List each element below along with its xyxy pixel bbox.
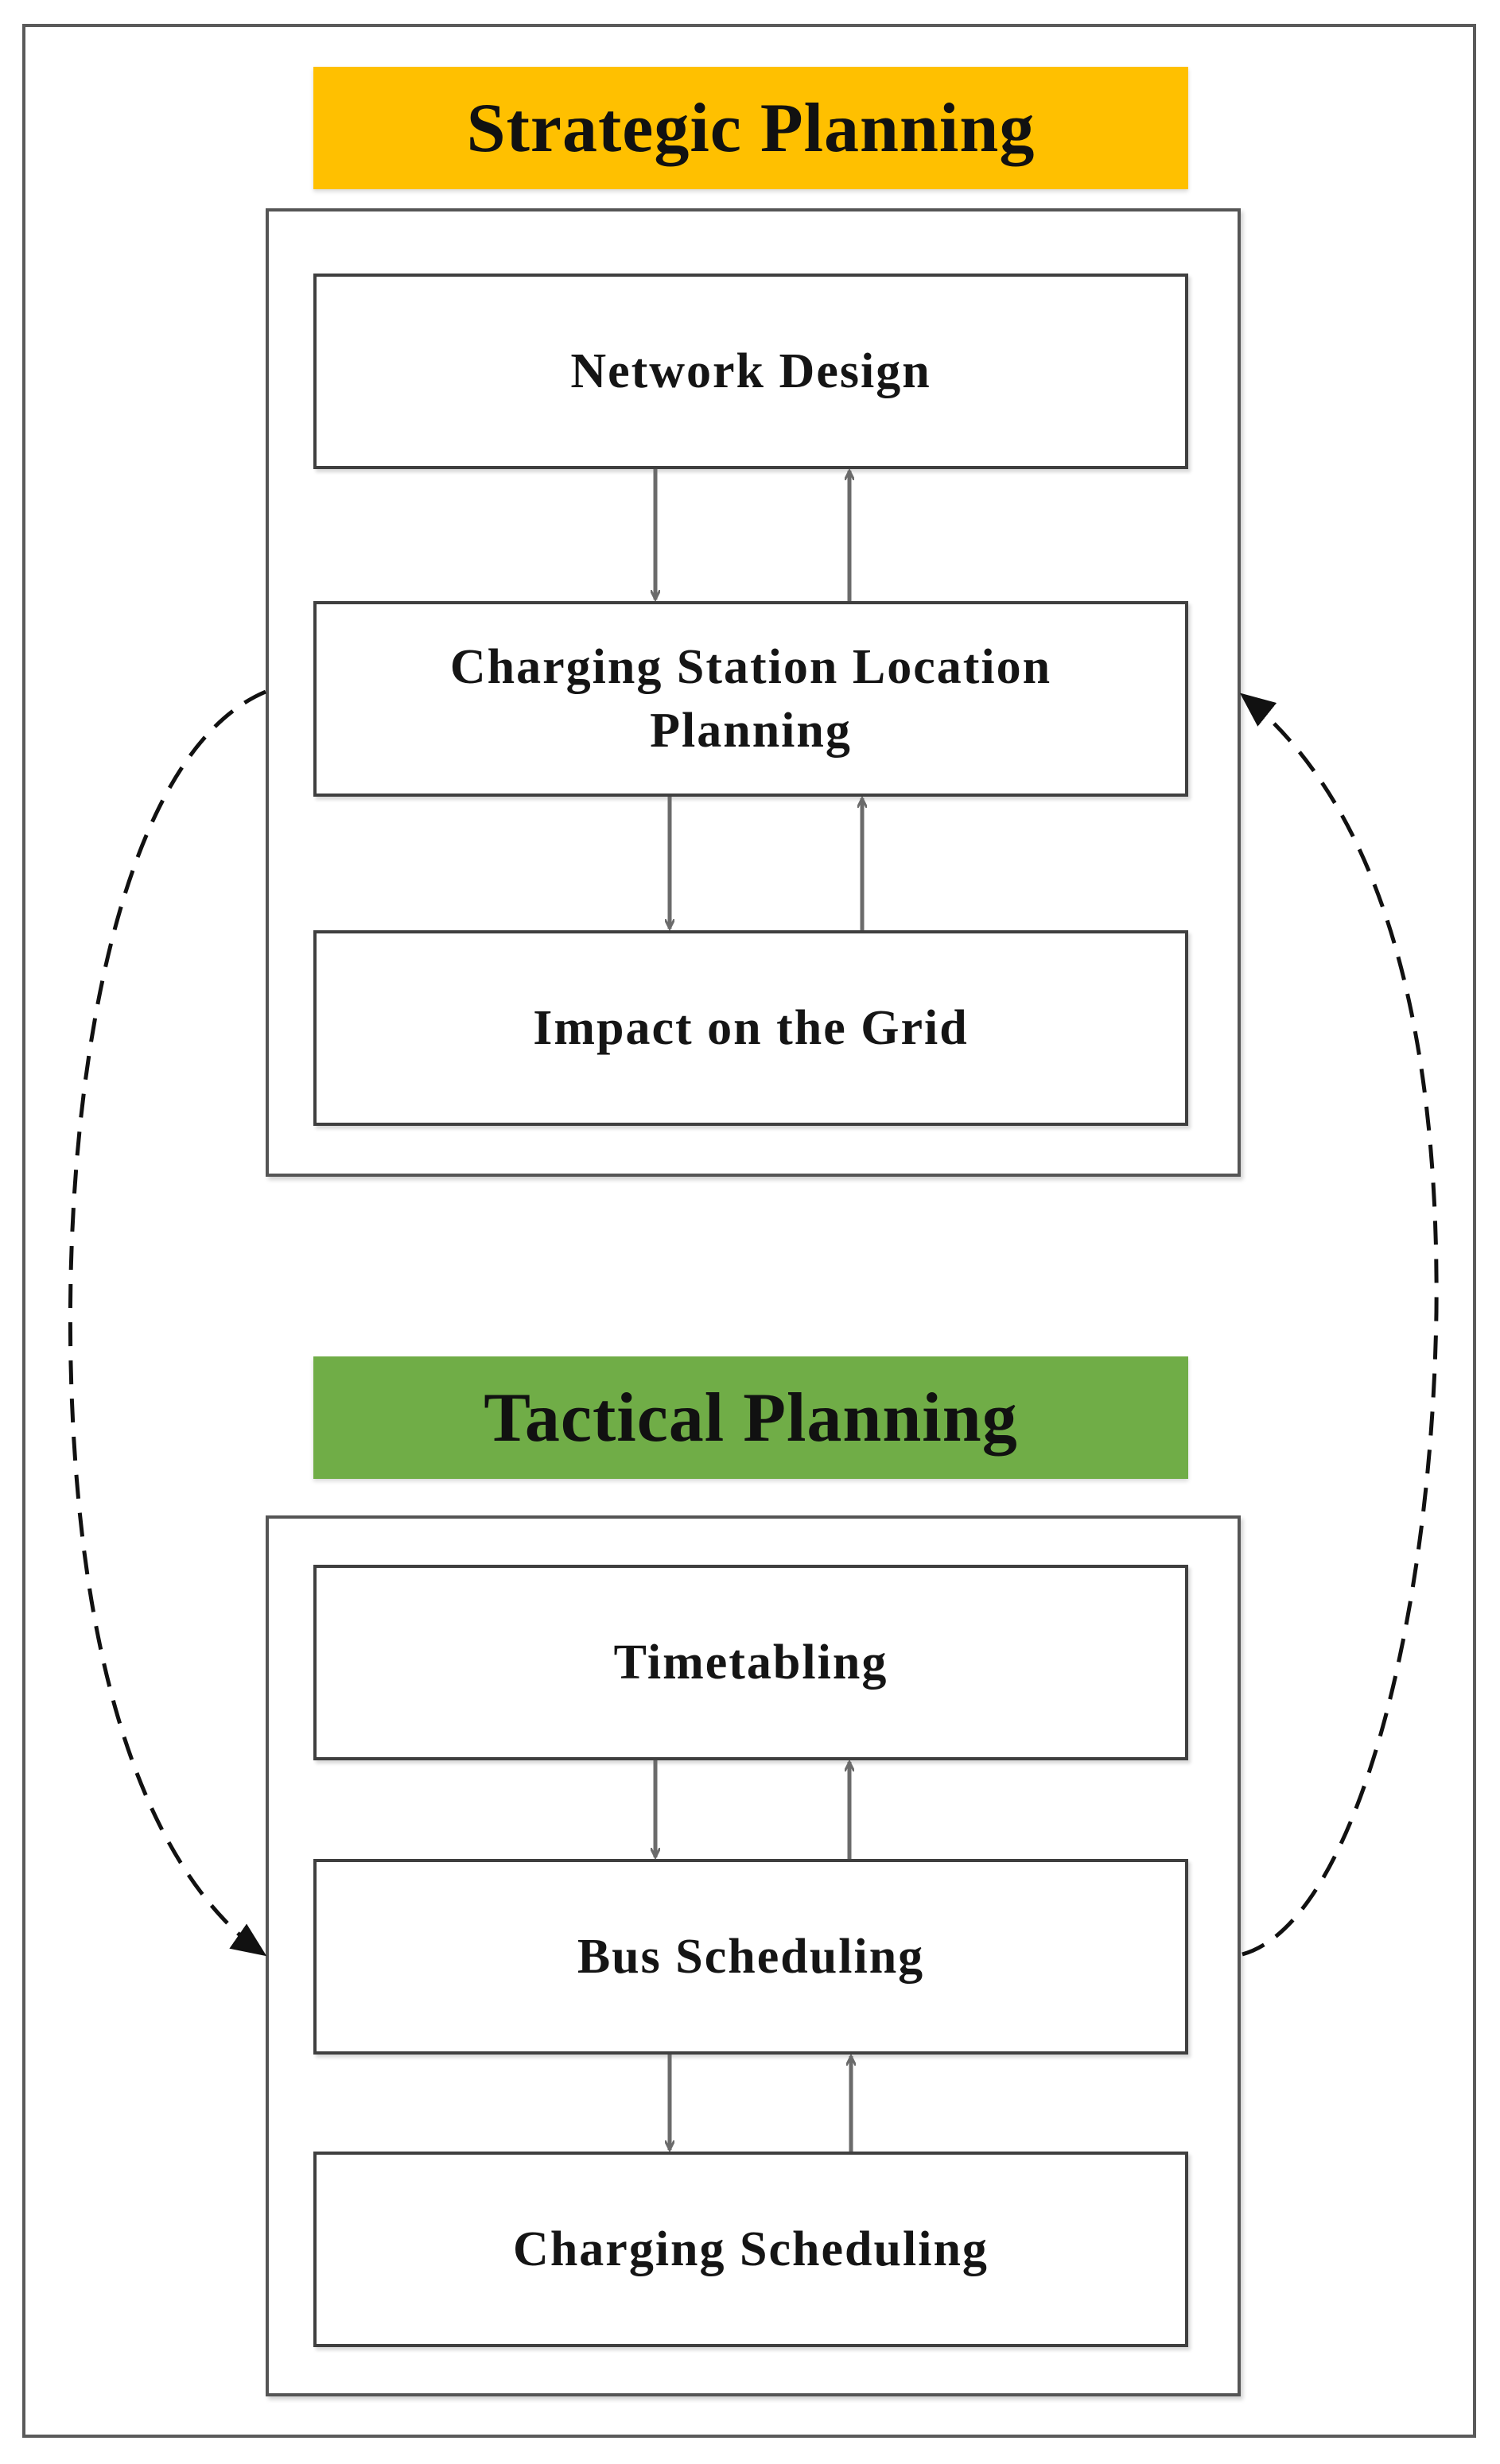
charging-station-location-planning-label: Charging Station Location Planning (449, 640, 1052, 758)
tactical-planning-header: Tactical Planning (313, 1356, 1188, 1479)
impact-on-the-grid-label: Impact on the Grid (533, 1001, 969, 1055)
timetabling-box: Timetabling (313, 1565, 1188, 1760)
network-design-box: Network Design (313, 274, 1188, 469)
strategic-planning-header: Strategic Planning (313, 67, 1188, 189)
timetabling-label: Timetabling (613, 1636, 888, 1690)
tactical-planning-title: Tactical Planning (484, 1379, 1018, 1457)
bus-scheduling-label: Bus Scheduling (577, 1930, 925, 1984)
charging-scheduling-label: Charging Scheduling (513, 2222, 989, 2276)
network-design-label: Network Design (570, 344, 931, 398)
charging-scheduling-box: Charging Scheduling (313, 2152, 1188, 2347)
bus-scheduling-box: Bus Scheduling (313, 1859, 1188, 2055)
impact-on-the-grid-box: Impact on the Grid (313, 930, 1188, 1126)
strategic-planning-title: Strategic Planning (466, 89, 1036, 167)
charging-station-location-planning-box: Charging Station Location Planning (313, 601, 1188, 797)
